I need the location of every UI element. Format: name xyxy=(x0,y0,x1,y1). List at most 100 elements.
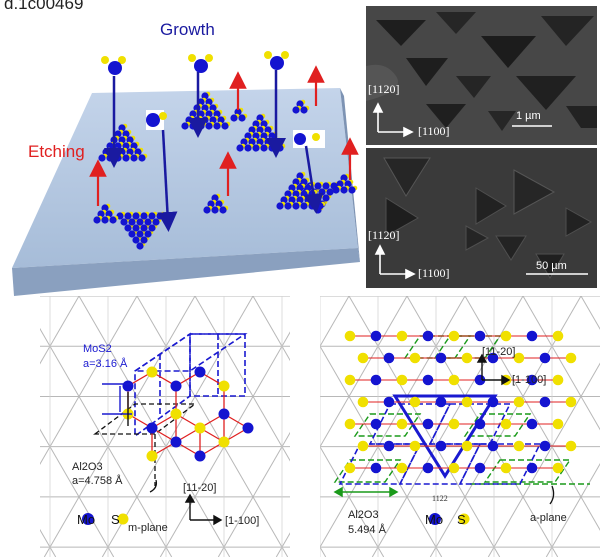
mo-atom xyxy=(244,144,252,152)
mo-atom xyxy=(122,154,130,162)
sem-bottom-axis-vertical: [1120] xyxy=(368,228,400,242)
s-atom xyxy=(218,436,230,448)
mos2-label-left: MoS2 xyxy=(83,343,112,355)
atom xyxy=(409,396,421,408)
atom xyxy=(461,352,473,364)
atom xyxy=(344,330,356,342)
al2o3-a-left: a=4.758 Å xyxy=(72,475,123,487)
dir-1-100-left: [1-100] xyxy=(225,515,260,527)
grid-line xyxy=(371,296,524,557)
mo-atom xyxy=(252,144,260,152)
direction-arrows-right xyxy=(476,353,511,386)
s-atom xyxy=(146,366,158,378)
atom xyxy=(513,352,525,364)
mo-atom xyxy=(215,200,223,208)
atom xyxy=(539,396,551,408)
atom xyxy=(474,418,486,430)
mo-atom xyxy=(93,216,101,224)
sem-top-scale-bar: 1 µm xyxy=(516,110,541,122)
grid-line xyxy=(101,296,254,557)
mo-atom xyxy=(244,132,252,140)
mo-atom xyxy=(213,110,221,118)
mo-atom xyxy=(300,202,308,210)
atom xyxy=(396,418,408,430)
mo-atom xyxy=(128,218,136,226)
mo-atom xyxy=(230,114,238,122)
legend-mo-left: Mo xyxy=(77,512,96,527)
mo-atom xyxy=(136,242,144,250)
grid-line xyxy=(545,463,600,557)
mo-atom xyxy=(136,218,144,226)
atom xyxy=(474,330,486,342)
mo-atom xyxy=(114,130,122,138)
lattice-m-plane xyxy=(40,296,290,557)
mo-atom xyxy=(205,110,213,118)
atom xyxy=(552,418,564,430)
atom xyxy=(487,352,499,364)
atom xyxy=(552,374,564,386)
mo-atom xyxy=(132,212,140,220)
legend-s-dot-right xyxy=(458,513,470,525)
mo-atom xyxy=(130,154,138,162)
mo-atom xyxy=(292,202,300,210)
mo-atom xyxy=(201,92,209,100)
mo-atom xyxy=(304,184,312,192)
mo-atom xyxy=(332,186,340,194)
mo-atom xyxy=(205,122,213,130)
mo-atom xyxy=(221,122,229,130)
atom xyxy=(461,440,473,452)
mo-atom xyxy=(146,422,158,434)
atom xyxy=(513,440,525,452)
mo-atom xyxy=(170,380,182,392)
grid-line xyxy=(40,528,57,557)
dir-1-100-right: [1-100] xyxy=(512,374,547,386)
mo-atom xyxy=(211,206,219,214)
mo-atom xyxy=(344,180,352,188)
mos2-a-left: a=3.16 Å xyxy=(83,358,128,370)
mo-atom xyxy=(300,178,308,186)
grid-line xyxy=(159,331,290,557)
atom xyxy=(565,396,577,408)
mo-atom xyxy=(256,114,264,122)
mo-atom xyxy=(252,132,260,140)
mo-atom xyxy=(124,224,132,232)
mo-atom xyxy=(144,230,152,238)
atom xyxy=(370,330,382,342)
legend-s-right: S xyxy=(457,512,466,527)
atom xyxy=(448,462,460,474)
mo-atom xyxy=(203,206,211,214)
atom xyxy=(552,330,564,342)
atom xyxy=(409,440,421,452)
grid-line xyxy=(464,296,600,531)
mo-atom xyxy=(213,122,221,130)
etching-label: Etching xyxy=(28,142,85,161)
mo-atom xyxy=(256,138,264,146)
atom xyxy=(344,418,356,430)
atom xyxy=(500,462,512,474)
mos2-hexagons-right xyxy=(344,330,577,474)
atom xyxy=(448,330,460,342)
atom xyxy=(487,396,499,408)
atom xyxy=(409,352,421,364)
mo-atom xyxy=(292,190,300,198)
atom xyxy=(487,440,499,452)
s-atom xyxy=(146,450,158,462)
mo-atom xyxy=(101,204,109,212)
mo-atom xyxy=(194,450,206,462)
dir-11-20-right: [11-20] xyxy=(482,346,516,358)
mo-atom xyxy=(122,142,130,150)
mo-atom xyxy=(218,408,230,420)
m-plane-label: m-plane xyxy=(128,522,168,534)
mos2-hexagons-left xyxy=(122,366,254,462)
atom xyxy=(422,462,434,474)
mo-atom xyxy=(140,236,148,244)
mo-atom xyxy=(114,154,122,162)
mo-atom xyxy=(288,184,296,192)
grid-line xyxy=(194,296,290,462)
atom xyxy=(565,440,577,452)
sem-bottom-axis-horizontal: [1100] xyxy=(418,266,450,280)
mo-atom xyxy=(296,172,304,180)
mo-atom xyxy=(268,132,276,140)
mo-atom xyxy=(219,206,227,214)
atom xyxy=(526,330,538,342)
